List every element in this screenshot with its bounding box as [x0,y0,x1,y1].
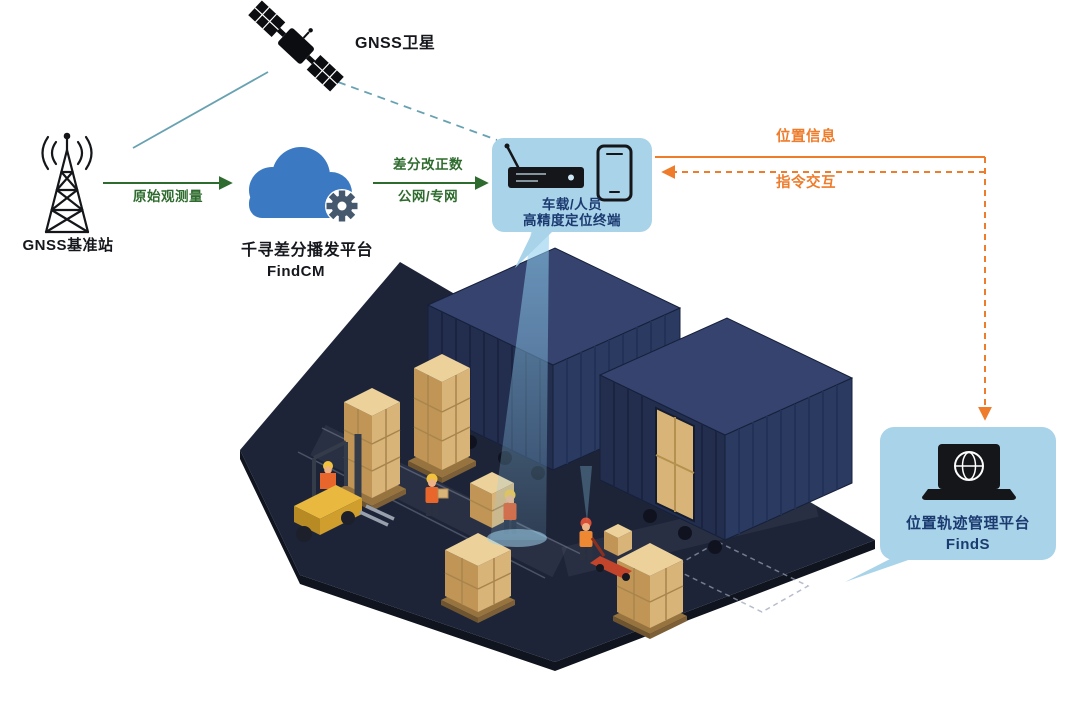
pallet-stack-right [613,543,687,639]
position-info-label: 位置信息 [776,129,836,145]
container-open-door [655,406,695,523]
beam-glow [487,529,547,547]
positioning-beam [490,232,549,540]
satellite-to-base-link [132,71,269,149]
terminal-label-line1: 车载/人员 [541,197,603,212]
command-interaction-label: 指令交互 [776,175,836,191]
smartphone-icon [596,144,633,202]
laptop-globe-icon [922,444,1016,500]
base-station-label: GNSS基准站 [22,237,114,254]
satellite-icon [248,0,344,92]
pallet-stack-2 [408,354,476,483]
floor-marked-zone [670,541,810,613]
terminal-callout [492,138,652,268]
pallet-stack-front [441,533,515,623]
warehouse-floor-edge [240,450,875,671]
forklift [294,434,395,542]
gear-icon [325,189,359,223]
pallet-jack [590,524,632,581]
correction-label-line1: 差分改正数 [393,157,463,172]
satellite-to-terminal-link [337,81,498,141]
warehouse-illustration [240,232,875,671]
cloud-platform-product: FindCM [267,263,325,280]
satellite-label: GNSS卫星 [355,35,436,52]
cloud-gear-icon [249,147,359,223]
cloud-platform-name: 千寻差分播发平台 [240,242,373,259]
radio-tower-icon [41,132,93,234]
worker-1 [425,473,449,516]
terminal-label-line2: 高精度定位终端 [523,213,621,228]
raw-observation-label: 原始观测量 [133,189,203,204]
shipping-container-2 [598,317,854,554]
management-platform-product: FindS [945,536,991,553]
vehicle-terminal-icon [504,143,584,188]
management-platform-callout [845,427,1056,582]
correction-label-line2: 公网/专网 [397,189,459,204]
management-platform-name: 位置轨迹管理平台 [905,515,1030,532]
positioning-beam-small [580,466,592,522]
position-info-arrow [655,156,992,421]
worker-3 [579,517,593,560]
